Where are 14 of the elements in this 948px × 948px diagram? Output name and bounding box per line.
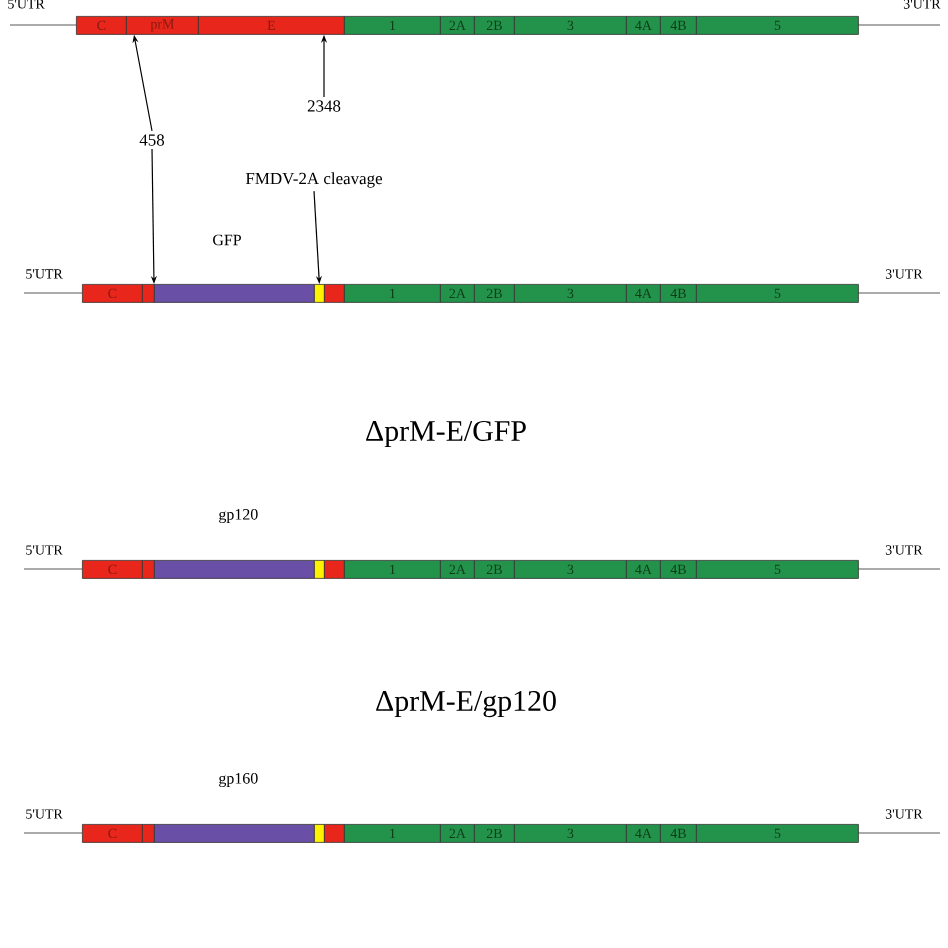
- gene-segment: [324, 824, 345, 843]
- gene-segment: [142, 284, 155, 303]
- annotation-text: 458: [139, 134, 165, 146]
- gene-segment: [314, 824, 325, 843]
- gene-segment: [142, 824, 155, 843]
- construct-title: ΔprM-E/gp120: [376, 690, 556, 718]
- construct-title: ΔprM-E/GFP: [366, 420, 526, 448]
- gene-segment: [314, 284, 325, 303]
- annotation-text: 2348: [307, 100, 341, 112]
- annotation-text: FMDV-2A cleavage: [245, 172, 382, 188]
- gene-segment: [324, 560, 345, 579]
- gene-segment: [142, 560, 155, 579]
- gene-segment: [324, 284, 345, 303]
- gene-segment: [314, 560, 325, 579]
